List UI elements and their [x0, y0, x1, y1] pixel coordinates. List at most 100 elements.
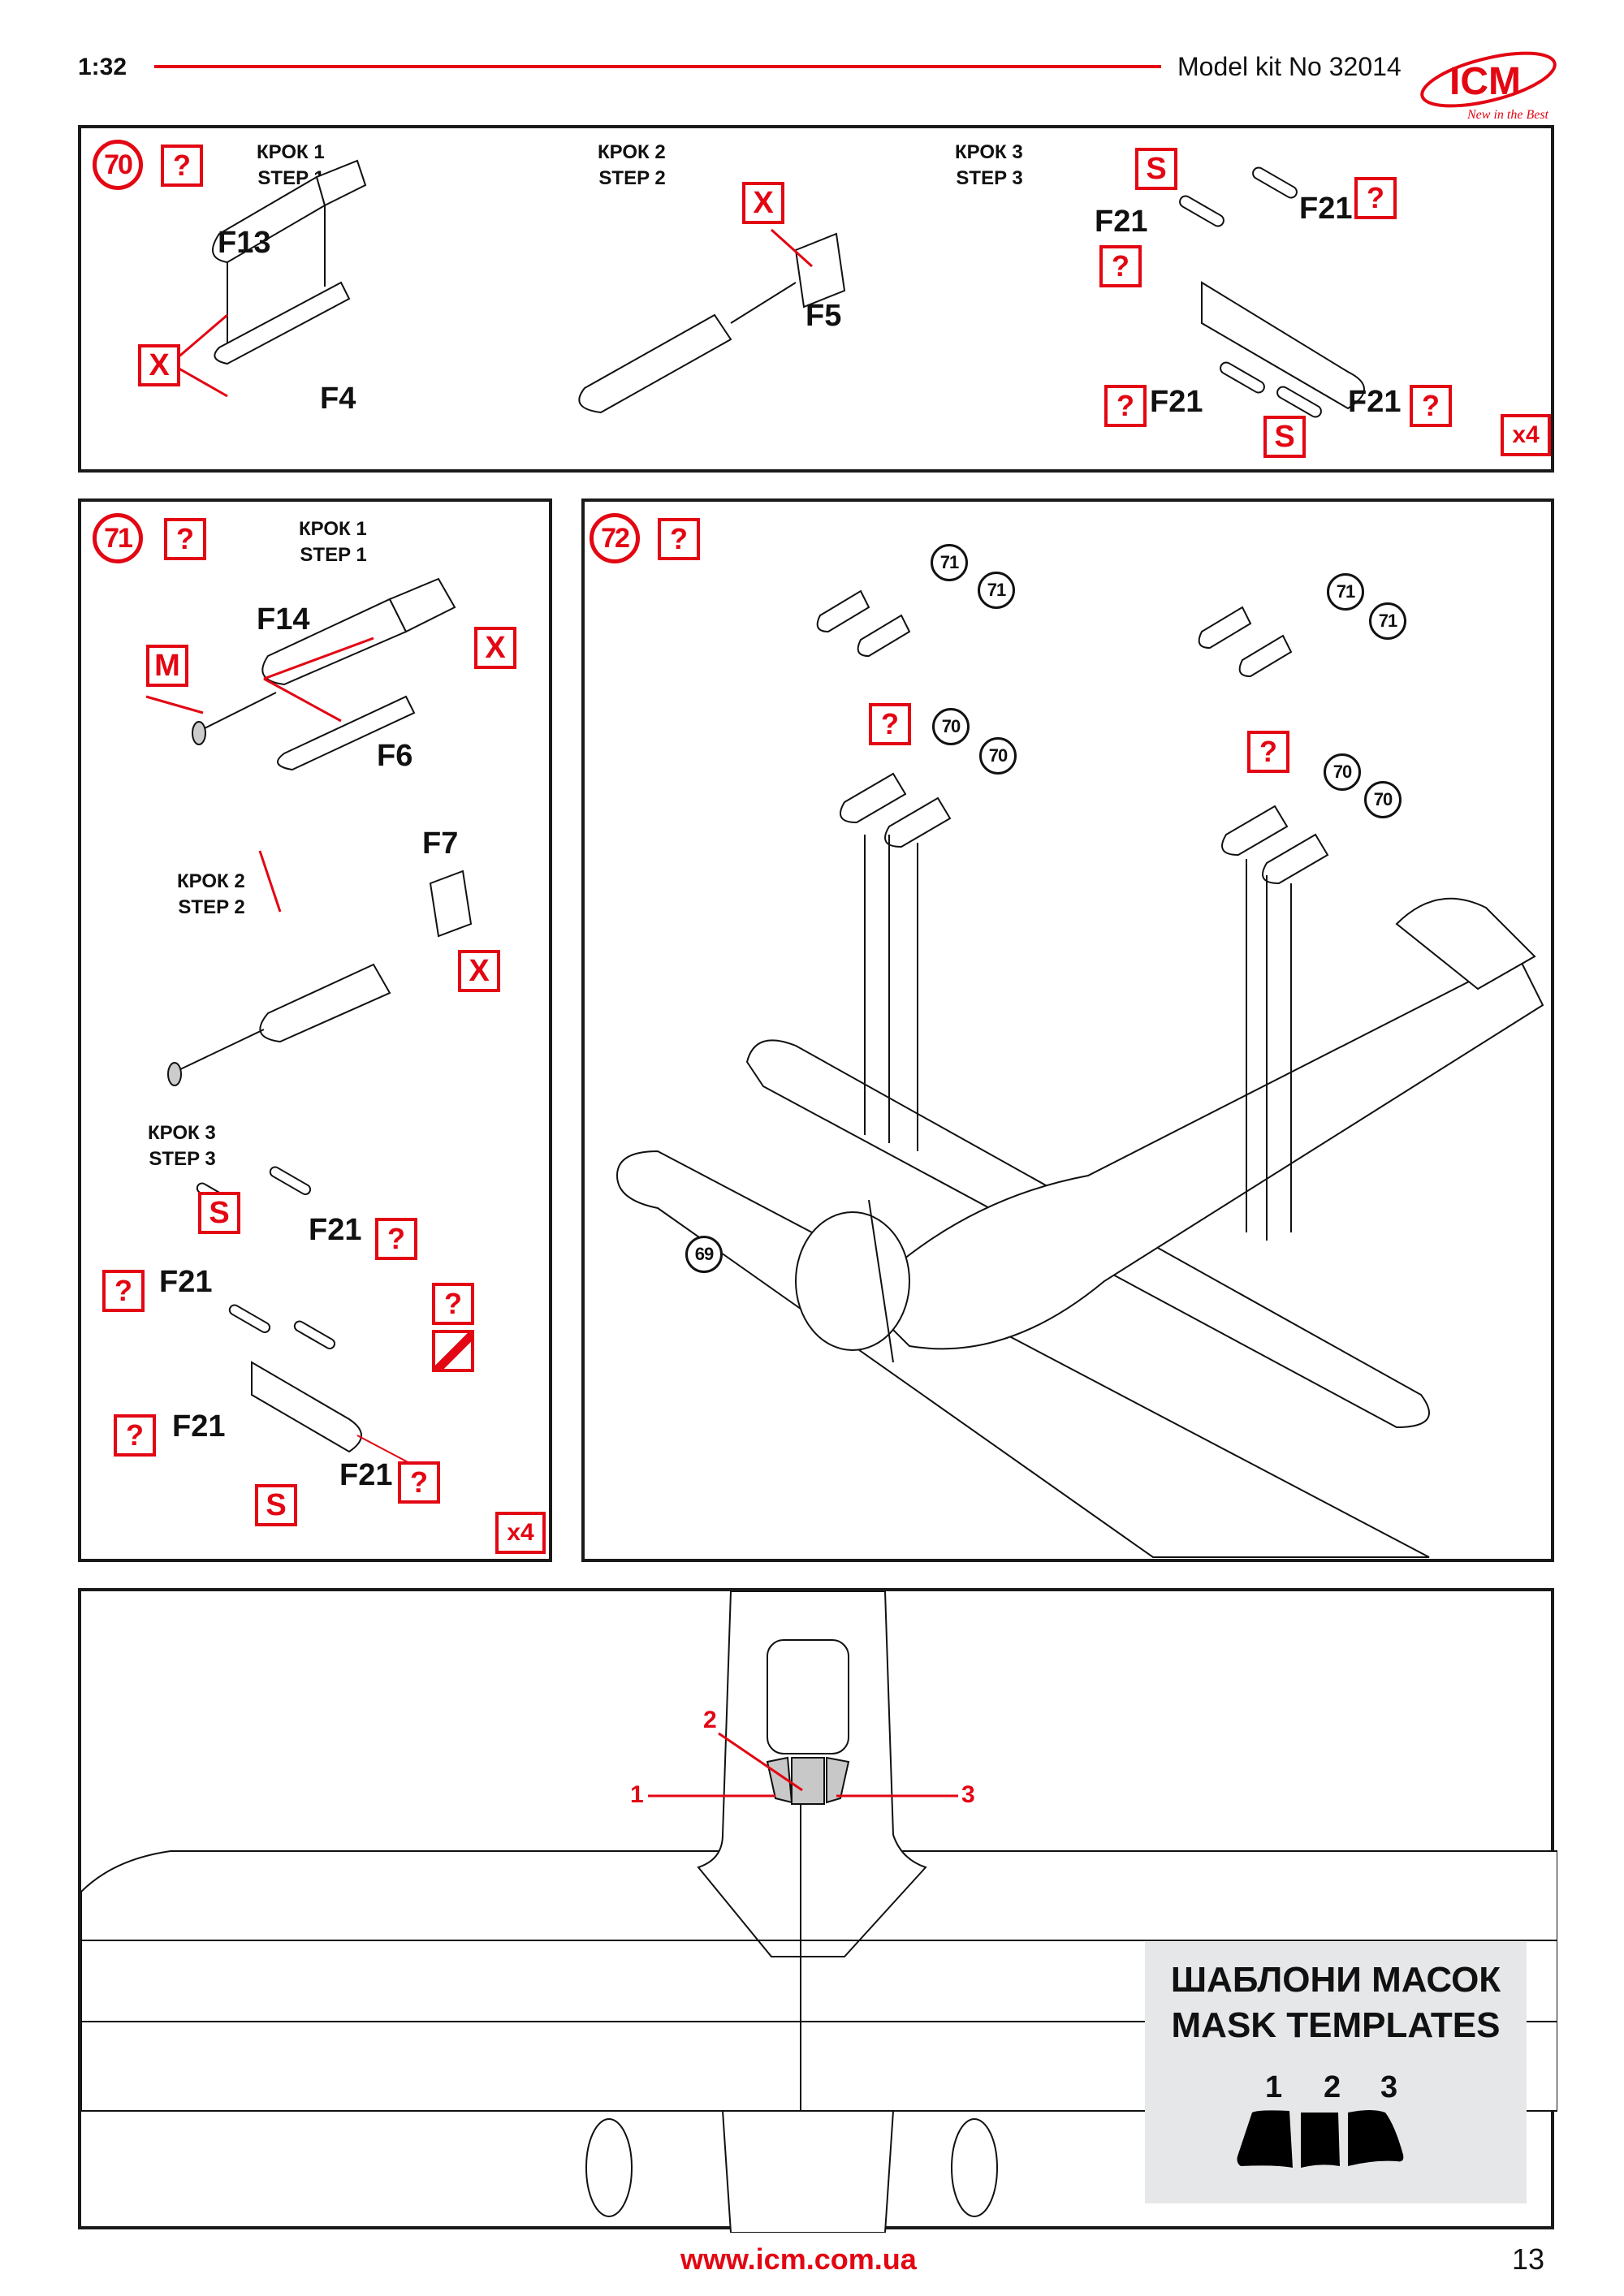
page-number: 13 — [1512, 2242, 1545, 2276]
substep-3-label: КРОК 3 STEP 3 — [955, 141, 1023, 189]
bomb-fins-icon — [315, 159, 367, 207]
step-70-drawing — [170, 159, 1365, 418]
paint-marker: ? — [1104, 385, 1147, 427]
bomb-half-icon — [214, 281, 351, 365]
mask-shape-3-icon — [1348, 2110, 1404, 2166]
paint-marker: ? — [375, 1218, 417, 1260]
stabilizer-strip-icon — [1179, 195, 1224, 227]
part-label: F21 — [172, 1409, 226, 1444]
step-71-panel: 71 ? КРОК 1 STEP 1 КРОК 2 STEP 2 КРОК 3 … — [78, 498, 552, 1562]
windscreen-panel-2-icon — [791, 1757, 825, 1805]
part-label: F21 — [339, 1458, 393, 1492]
tail-icon — [1395, 897, 1536, 990]
substep-2-label: КРОК 2 STEP 2 — [598, 141, 666, 189]
template-number-1: 1 — [1265, 2070, 1283, 2104]
substep-3-label: КРОК 3 STEP 3 — [148, 1122, 216, 1170]
step-72-panel: 72 ? — [581, 498, 1554, 1562]
propeller-icon — [868, 1199, 894, 1363]
bomb-icon — [816, 589, 870, 633]
quantity-badge: x4 — [1501, 414, 1551, 456]
sand-marker: S — [1263, 416, 1306, 458]
fuse-icon — [192, 721, 206, 745]
stabilizer-strip-icon — [269, 1166, 312, 1195]
step-number-badge: 70 — [93, 140, 143, 190]
part-label: F5 — [806, 299, 842, 333]
part-label: F6 — [377, 739, 413, 773]
ref-step-71: 71 — [1369, 602, 1406, 640]
mask-shapes — [1237, 2110, 1404, 2168]
part-label: F7 — [422, 826, 459, 861]
part-label: F21 — [1299, 192, 1353, 226]
stabilizer-strip-icon — [228, 1304, 271, 1333]
canopy-icon — [767, 1639, 849, 1754]
part-label: F14 — [257, 602, 310, 637]
paint-marker: ? — [164, 518, 206, 560]
ref-step-70: 70 — [1324, 753, 1361, 791]
paint-marker: ? — [869, 703, 911, 745]
header-divider — [154, 65, 1161, 68]
paint-marker: ? — [1099, 245, 1142, 287]
paint-marker: ? — [398, 1461, 440, 1504]
template-number-3: 3 — [1380, 2070, 1398, 2104]
substep-2-label: КРОК 2 STEP 2 — [177, 870, 245, 918]
part-label: F13 — [218, 226, 271, 260]
cut-marker: X — [138, 344, 180, 386]
paint-marker: ? — [161, 145, 203, 187]
bomb-body-icon — [1201, 281, 1365, 410]
logo-text: ICM — [1449, 60, 1521, 103]
sand-marker: S — [198, 1192, 240, 1234]
scale-label: 1:32 — [78, 54, 127, 80]
step-70-panel: 70 ? КРОК 1 STEP 1 КРОК 2 STEP 2 КРОК 3 … — [78, 125, 1554, 473]
bomb-icon — [857, 614, 911, 658]
mask-title-en: MASK TEMPLATES — [1171, 2005, 1501, 2045]
bomb-body-icon — [578, 313, 732, 414]
step-number-badge: 72 — [590, 513, 640, 563]
stabilizer-strip-icon — [1276, 386, 1322, 418]
aircraft-assembly-drawing — [615, 589, 1544, 1558]
mask-callout-3: 3 — [961, 1781, 975, 1808]
fin-part-icon — [429, 870, 473, 938]
metal-marker: M — [146, 645, 188, 687]
website-link[interactable]: www.icm.com.ua — [680, 2242, 917, 2276]
ref-step-71: 71 — [931, 544, 968, 581]
bomb-icon — [1238, 634, 1293, 678]
sand-marker: S — [255, 1484, 297, 1526]
cut-marker: X — [742, 182, 784, 224]
bomb-rack-icon — [585, 2118, 633, 2217]
ref-step-69: 69 — [685, 1236, 723, 1273]
ref-step-70: 70 — [1364, 781, 1402, 818]
stabilizer-strip-icon — [1252, 166, 1298, 199]
paint-marker: ? — [102, 1270, 145, 1312]
stabilizer-strip-icon — [1220, 361, 1265, 394]
mask-templates-box: ШАБЛОНИ МАСОК MASK TEMPLATES 1 2 3 — [1145, 1942, 1527, 2203]
icm-logo-icon: ICM New in the Best — [1420, 51, 1557, 122]
paint-marker: ? — [1354, 177, 1397, 219]
tail-wheel-icon — [721, 2110, 895, 2233]
engine-cowling-icon — [795, 1211, 910, 1351]
step-number-badge: 71 — [93, 513, 143, 563]
bomb-icon — [1221, 805, 1289, 857]
part-label: F21 — [1348, 385, 1402, 419]
ref-step-71: 71 — [978, 572, 1015, 609]
mask-callout-1: 1 — [630, 1781, 644, 1808]
ref-step-70: 70 — [932, 708, 970, 745]
bomb-icon — [884, 796, 952, 848]
bomb-fins-icon — [388, 577, 456, 633]
ref-step-71: 71 — [1327, 573, 1364, 611]
mask-title-ua: ШАБЛОНИ МАСОК — [1170, 1960, 1501, 2000]
bomb-body-icon — [212, 175, 326, 264]
bomb-rack-icon — [951, 2118, 998, 2217]
bomb-body-icon — [259, 963, 391, 1043]
paint-marker: ? — [1410, 385, 1452, 427]
mask-shape-1-icon — [1237, 2110, 1293, 2168]
cut-marker: X — [458, 950, 500, 992]
part-label: F21 — [1095, 205, 1148, 239]
template-number-2: 2 — [1324, 2070, 1341, 2104]
bomb-body-icon — [251, 1361, 362, 1453]
ref-step-70: 70 — [979, 737, 1017, 775]
sand-marker: S — [1135, 148, 1177, 190]
stabilizer-strip-icon — [293, 1320, 336, 1349]
paint-marker: ? — [114, 1414, 156, 1457]
bomb-icon — [840, 772, 907, 824]
paint-marker: ? — [1247, 731, 1289, 773]
